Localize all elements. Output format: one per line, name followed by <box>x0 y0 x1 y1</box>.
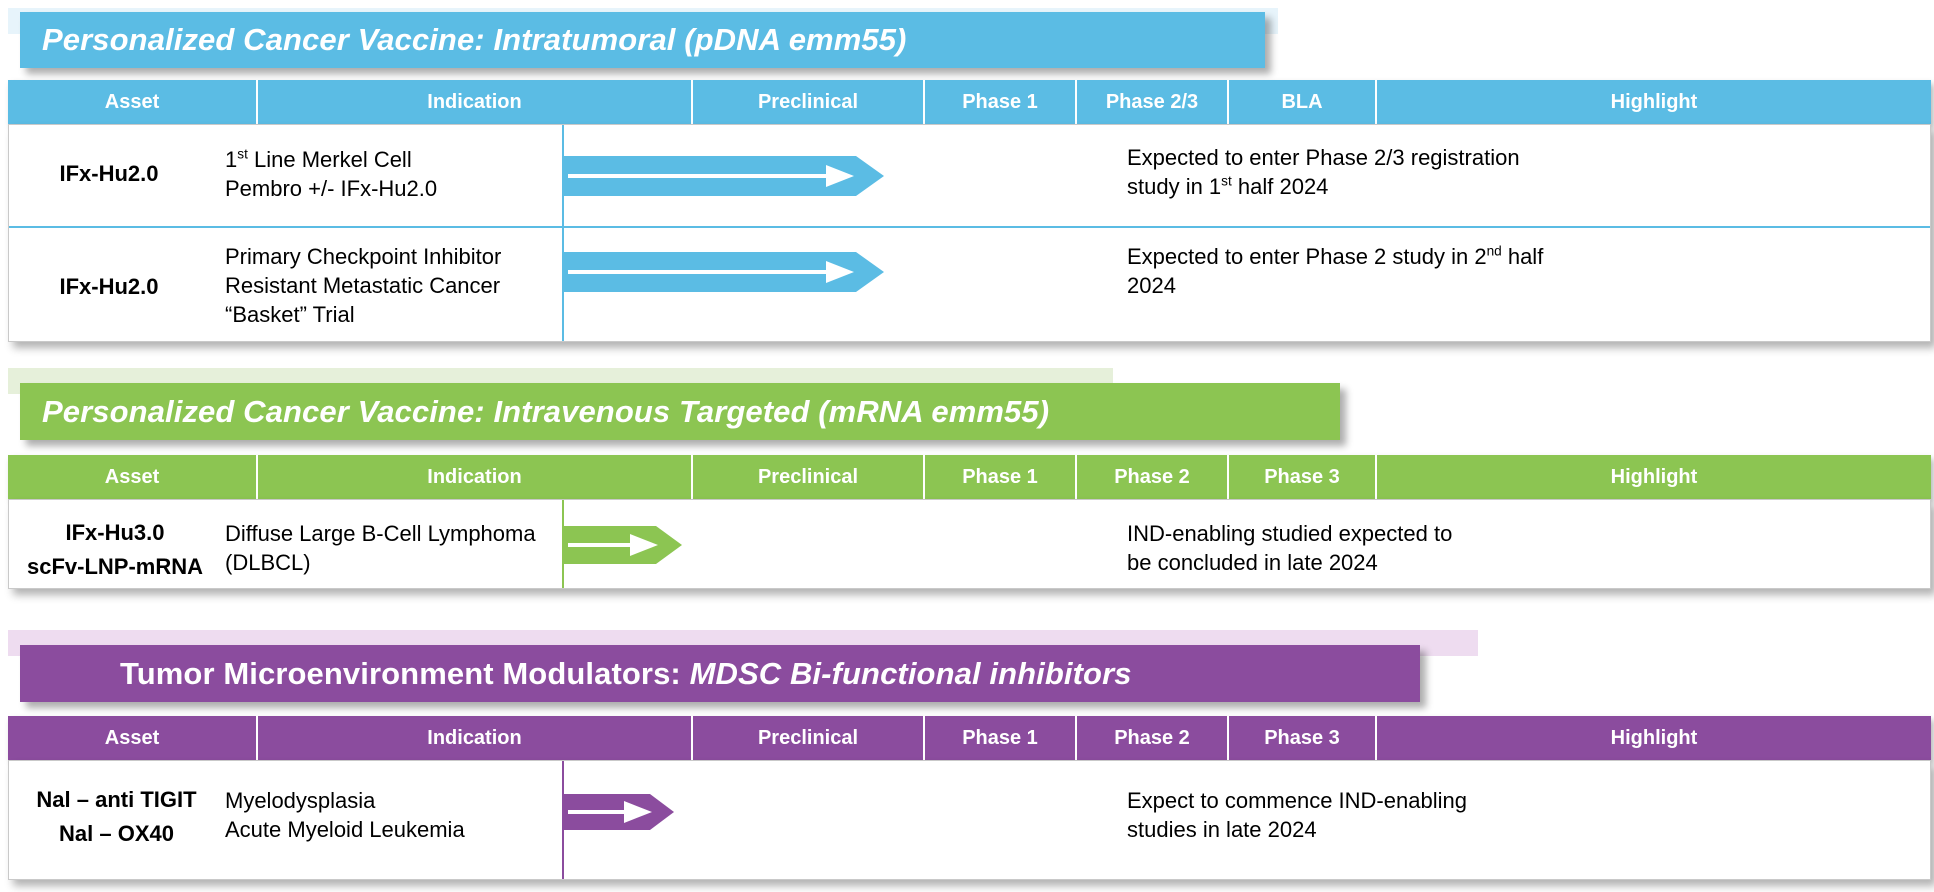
indication-cell: 1st Line Merkel Cell Pembro +/- IFx-Hu2.… <box>225 145 565 203</box>
highlight-line-2: 2024 <box>1127 273 1176 299</box>
highlight-line-1: Expected to enter Phase 2 study in 2nd h… <box>1127 243 1544 269</box>
highlight-line-1: IND-enabling studied expected to <box>1127 521 1453 546</box>
asset-cell: IFx-Hu2.0 <box>9 157 209 191</box>
section-2-title-bar: Personalized Cancer Vaccine: Intravenous… <box>20 383 1340 440</box>
indication-line-1: Primary Checkpoint Inhibitor <box>225 244 502 269</box>
asset-cell: IFx-Hu3.0 scFv-LNP-mRNA <box>9 516 221 584</box>
col-header-phase2: Phase 2 <box>1077 455 1229 499</box>
highlight-line-2: studies in late 2024 <box>1127 817 1317 843</box>
col-header-highlight: Highlight <box>1377 716 1931 760</box>
indication-text: Line Merkel Cell <box>253 147 412 172</box>
preclinical-boundary-rule <box>562 761 564 879</box>
col-header-preclinical: Preclinical <box>693 716 925 760</box>
col-header-asset: Asset <box>8 80 258 124</box>
asset-label-line-1: IFx-Hu3.0 <box>65 520 165 545</box>
indication-line-2: Resistant Metastatic Cancer <box>225 273 501 299</box>
highlight-cell: IND-enabling studied expected to be conc… <box>1127 519 1687 578</box>
asset-label-line-2: Nal – OX40 <box>59 821 174 847</box>
indication-line-1: Diffuse Large B-Cell Lymphoma <box>225 521 536 546</box>
col-header-preclinical: Preclinical <box>693 80 925 124</box>
indication-line-2: Acute Myeloid Leukemia <box>225 817 465 843</box>
col-header-phase3: Phase 3 <box>1229 455 1377 499</box>
ordinal-suffix: st <box>237 146 248 162</box>
section-2-title: Personalized Cancer Vaccine: Intravenous… <box>42 393 1050 429</box>
progress-arrow <box>564 789 674 835</box>
section-2-header-row: Asset Indication Preclinical Phase 1 Pha… <box>8 455 1931 499</box>
section-1-title-bar: Personalized Cancer Vaccine: Intratumora… <box>20 12 1265 68</box>
highlight-line-1: Expect to commence IND-enabling <box>1127 788 1467 813</box>
section-1-header-row: Asset Indication Preclinical Phase 1 Pha… <box>8 80 1931 124</box>
highlight-cell: Expect to commence IND-enabling studies … <box>1127 786 1687 845</box>
ordinal-number: 1 <box>225 147 238 172</box>
section-3-title-italic: MDSC Bi-functional inhibitors <box>689 655 1132 691</box>
indication-line-2: (DLBCL) <box>225 550 311 576</box>
preclinical-boundary-rule <box>562 500 564 588</box>
section-3-title-regular: Tumor Microenvironment Modulators: <box>120 655 690 691</box>
indication-cell: Diffuse Large B-Cell Lymphoma (DLBCL) <box>225 519 585 577</box>
section-3-header-row: Asset Indication Preclinical Phase 1 Pha… <box>8 716 1931 760</box>
col-header-phase23: Phase 2/3 <box>1077 80 1229 124</box>
indication-cell: Myelodysplasia Acute Myeloid Leukemia <box>225 786 585 844</box>
row-divider <box>9 226 1930 228</box>
asset-label: IFx-Hu2.0 <box>59 274 159 299</box>
ordinal-suffix: nd <box>1486 243 1502 259</box>
highlight-line-2: study in 1st half 2024 <box>1127 174 1329 200</box>
asset-label-line-2: scFv-LNP-mRNA <box>26 554 204 580</box>
col-header-asset: Asset <box>8 716 258 760</box>
highlight-line-1: Expected to enter Phase 2/3 registration <box>1127 145 1520 170</box>
indication-line-1: Myelodysplasia <box>225 788 376 813</box>
highlight-cell: Expected to enter Phase 2/3 registration… <box>1127 143 1687 202</box>
col-header-asset: Asset <box>8 455 258 499</box>
col-header-phase3: Phase 3 <box>1229 716 1377 760</box>
col-header-preclinical: Preclinical <box>693 455 925 499</box>
col-header-phase1: Phase 1 <box>925 716 1077 760</box>
asset-cell: IFx-Hu2.0 <box>9 270 209 304</box>
section-2-body: IFx-Hu3.0 scFv-LNP-mRNA Diffuse Large B-… <box>8 499 1931 589</box>
col-header-indication: Indication <box>258 80 693 124</box>
section-3-title: Tumor Microenvironment Modulators: MDSC … <box>20 656 1132 692</box>
col-header-highlight: Highlight <box>1377 455 1931 499</box>
progress-arrow <box>564 152 884 200</box>
section-3-title-bar: Tumor Microenvironment Modulators: MDSC … <box>20 645 1420 702</box>
preclinical-boundary-rule <box>562 125 564 341</box>
section-1-title: Personalized Cancer Vaccine: Intratumora… <box>42 22 907 57</box>
col-header-phase2: Phase 2 <box>1077 716 1229 760</box>
highlight-line-2: be concluded in late 2024 <box>1127 550 1378 576</box>
progress-arrow <box>564 248 884 296</box>
progress-arrow <box>564 522 682 568</box>
col-header-phase1: Phase 1 <box>925 455 1077 499</box>
col-header-highlight: Highlight <box>1377 80 1931 124</box>
indication-line-1: 1st Line Merkel Cell <box>225 145 565 174</box>
indication-line-3: “Basket” Trial <box>225 302 355 328</box>
asset-label: IFx-Hu2.0 <box>59 161 159 186</box>
asset-label-line-1: Nal – anti TIGIT <box>36 787 197 812</box>
col-header-phase1: Phase 1 <box>925 80 1077 124</box>
indication-line-2: Pembro +/- IFx-Hu2.0 <box>225 176 438 202</box>
asset-cell: Nal – anti TIGIT Nal – OX40 <box>9 783 224 851</box>
ordinal-suffix: st <box>1221 174 1232 190</box>
col-header-bla: BLA <box>1229 80 1377 124</box>
col-header-indication: Indication <box>258 455 693 499</box>
section-1-body: IFx-Hu2.0 1st Line Merkel Cell Pembro +/… <box>8 124 1931 342</box>
highlight-cell: Expected to enter Phase 2 study in 2nd h… <box>1127 242 1707 301</box>
indication-cell: Primary Checkpoint Inhibitor Resistant M… <box>225 242 575 329</box>
col-header-indication: Indication <box>258 716 693 760</box>
section-3-body: Nal – anti TIGIT Nal – OX40 Myelodysplas… <box>8 760 1931 880</box>
